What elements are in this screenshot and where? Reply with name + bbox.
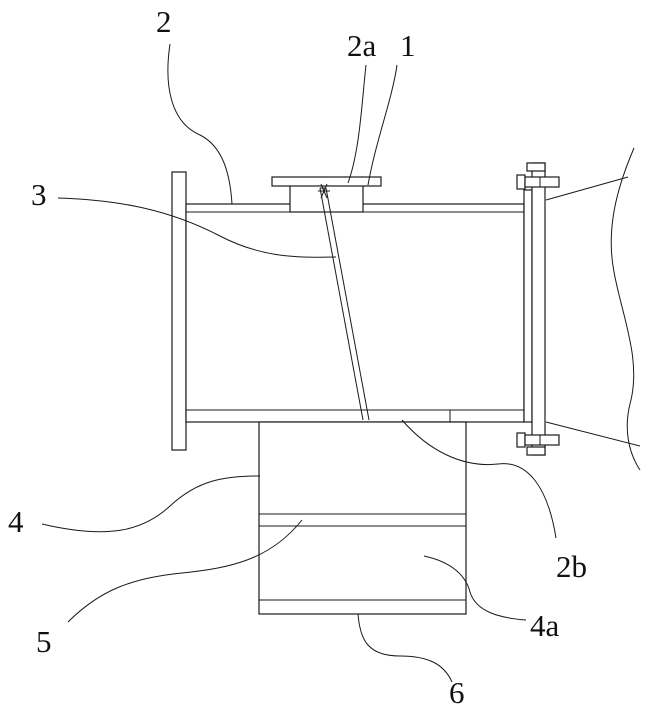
- connected-duct: [545, 147, 641, 471]
- label-3: 3: [31, 177, 47, 212]
- label-1: 1: [400, 28, 416, 63]
- bottom-bolt-icon: [516, 432, 560, 448]
- label-2a: 2a: [347, 28, 377, 63]
- right-flange: [523, 162, 546, 456]
- lower-box: [258, 421, 467, 615]
- left-flange: [171, 171, 187, 451]
- label-4a: 4a: [530, 608, 560, 643]
- label-4: 4: [8, 504, 24, 539]
- top-bolt-icon: [516, 174, 560, 190]
- label-6: 6: [449, 675, 465, 710]
- main-pipe: [185, 203, 525, 423]
- label-2: 2: [156, 4, 172, 39]
- label-5: 5: [36, 624, 52, 659]
- damper-blade: [318, 183, 370, 421]
- label-2b: 2b: [556, 549, 587, 584]
- leader-lines: [41, 43, 557, 683]
